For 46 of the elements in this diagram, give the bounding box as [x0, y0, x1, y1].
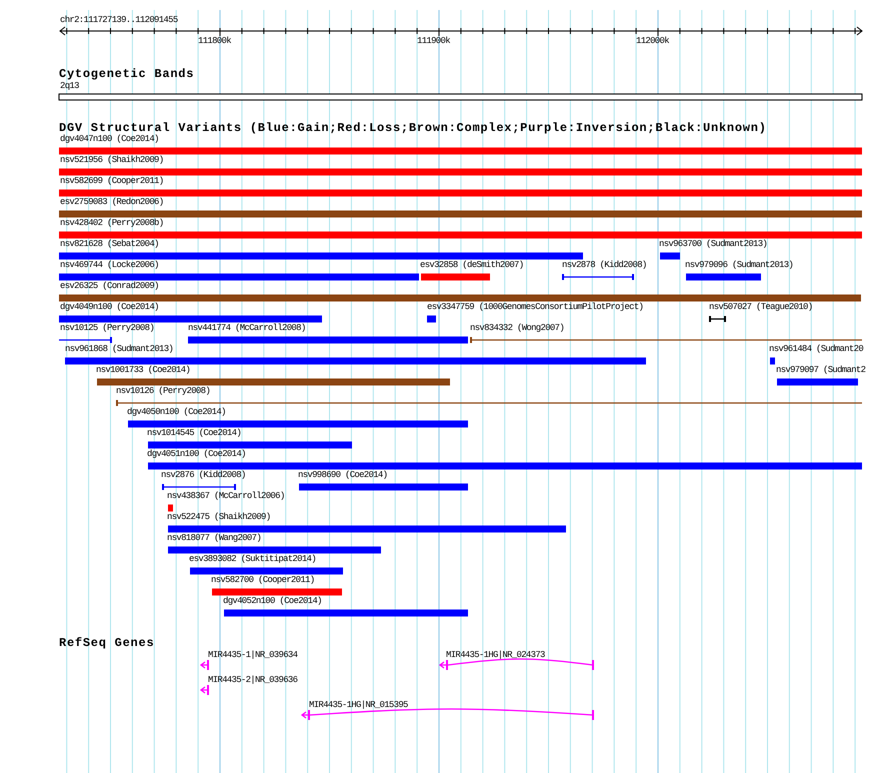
variant-label: nsv438367 (McCarroll2006): [167, 491, 285, 501]
axis-tick-label: 111900k: [417, 36, 450, 46]
variant-label: nsv521956 (Shaikh2009): [60, 155, 164, 165]
variant-label: dgv4050n100 (Coe2014): [127, 407, 226, 417]
variant-label: nsv469744 (Locke2006): [60, 260, 159, 270]
variant-label: nsv963700 (Sudmant2013): [659, 239, 768, 249]
variant-label: esv32858 (deSmith2007): [420, 260, 524, 270]
variant-label: nsv979096 (Sudmant2013): [685, 260, 794, 270]
position-label: chr2:111727139..112091455: [60, 15, 178, 25]
axis-tick-label: 111800k: [198, 36, 231, 46]
variant-label: dgv4049n100 (Coe2014): [60, 302, 159, 312]
variant-label: nsv10125 (Perry2008): [60, 323, 154, 333]
variant-label: esv2759083 (Redon2006): [60, 197, 164, 207]
variant-label: nsv821628 (Sebat2004): [60, 239, 159, 249]
variant-label: nsv818077 (Wang2007): [167, 533, 262, 543]
axis-tick-label: 112000k: [636, 36, 669, 46]
variant-label: nsv428402 (Perry2008b): [60, 218, 164, 228]
variant-label: nsv10126 (Perry2008): [116, 386, 210, 396]
variant-label: nsv2878 (Kidd2008): [562, 260, 647, 270]
variant-label: esv3347759 (1000GenomesConsortiumPilotProject): [427, 302, 644, 312]
variant-label: nsv961484 (Sudmant20: [769, 344, 864, 354]
track-title: Cytogenetic Bands: [59, 68, 194, 80]
variant-label: nsv979097 (Sudmant2: [776, 365, 866, 375]
track-title: DGV Structural Variants (Blue:Gain;Red:Loss;Brown:Complex;Purple:Inversion;Black:Unknown): [59, 122, 767, 134]
variant-label: nsv1014545 (Coe2014): [147, 428, 242, 438]
variant-label: nsv522475 (Shaikh2009): [167, 512, 270, 522]
band-label: 2q13: [60, 81, 79, 91]
track-title: RefSeq Genes: [59, 637, 154, 649]
variant-label: dgv4051n100 (Coe2014): [147, 449, 246, 459]
gene-label: MIR4435-2|NR_039636: [208, 675, 298, 685]
variant-label: nsv998690 (Coe2014): [298, 470, 388, 480]
variant-label: nsv834332 (Wong2007): [470, 323, 564, 333]
variant-label: esv3893082 (Suktitipat2014): [189, 554, 316, 564]
variant-label: dgv4047n100 (Coe2014): [60, 134, 159, 144]
variant-label: nsv2876 (Kidd2008): [161, 470, 246, 480]
variant-label: esv26325 (Conrad2009): [60, 281, 159, 291]
variant-label: nsv961868 (Sudmant2013): [65, 344, 174, 354]
variant-label: nsv507027 (Teague2010): [709, 302, 812, 312]
variant-label: nsv582699 (Cooper2011): [60, 176, 164, 186]
variant-label: nsv582700 (Cooper2011): [211, 575, 314, 585]
gene-label: MIR4435-1|NR_039634: [208, 650, 298, 660]
variant-label: nsv441774 (McCarroll2008): [188, 323, 306, 333]
variant-label: dgv4052n100 (Coe2014): [223, 596, 322, 606]
variant-label: nsv1001733 (Coe2014): [96, 365, 190, 375]
gene-label: MIR4435-1HG|NR_024373: [446, 650, 545, 660]
gene-label: MIR4435-1HG|NR_015395: [309, 700, 408, 710]
